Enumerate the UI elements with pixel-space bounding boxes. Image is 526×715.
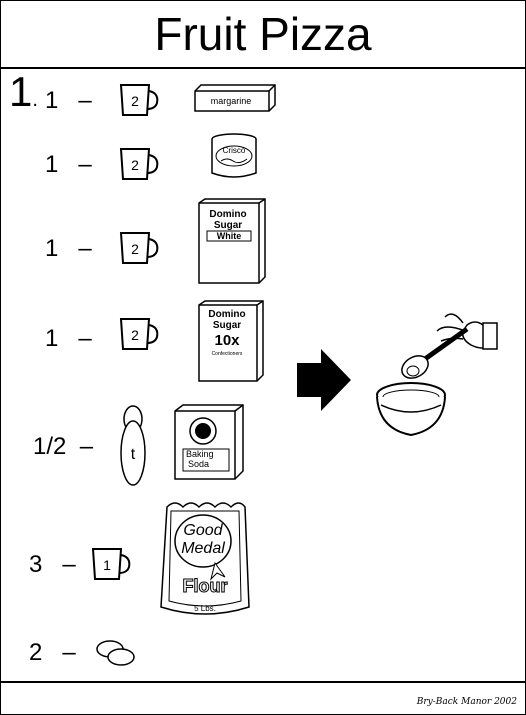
row-4-qty: 1 [45,325,59,352]
row-2-qty: 1 [45,151,59,178]
step-number: 1. [9,71,38,113]
credit-text: Bry-Back Manor 2002 [416,697,517,707]
measuring-cup-icon: 1 [91,548,131,580]
baking-label: Baking [186,449,214,459]
sugar-label: Sugar [214,220,242,231]
sugar-type-label: White [217,231,242,241]
soda-label: Soda [188,459,209,469]
eggs-icon [96,640,135,666]
flour-weight-label: 5 Lbs. [194,604,216,613]
sugar-box-icon: Domino Sugar White [198,198,266,284]
margarine-box-icon: margarine [194,84,276,112]
flour-bag-icon: Good Medal Flour 5 Lbs. [160,502,250,615]
row-3-dash: – [78,235,92,262]
sugar-label: Sugar [213,320,241,331]
flour-brand-good-label: Good [183,522,223,539]
row-6-dash: – [62,551,76,578]
row-7-quantity: 2 – [29,641,76,665]
crisco-label: Crisco [223,146,246,155]
cup-size-label: 2 [131,157,139,173]
row-4-dash: – [78,325,92,352]
cup-size-label: 2 [131,93,139,109]
row-5-qty: 1/2 [33,433,67,460]
measuring-cup-icon: 2 [119,84,159,116]
flour-label: Flour [183,576,228,596]
row-5-dash: – [79,433,94,460]
row-1-dash: – [78,87,92,114]
footer-divider [1,681,525,683]
sugar-brand-label: Domino [209,209,246,220]
row-2-quantity: 1 – [45,153,92,177]
spoon-size-label: t [131,446,136,463]
sugar-type-label: 10x [214,332,240,349]
margarine-label: margarine [211,96,252,106]
row-3-quantity: 1 – [45,237,92,261]
row-1-quantity: 1 – [45,89,92,113]
step-number-dot: . [32,89,38,111]
sugar-brand-label: Domino [208,309,245,320]
row-3-qty: 1 [45,235,59,262]
row-6-qty: 3 [29,551,43,578]
crisco-can-icon: Crisco [211,133,257,178]
page-title: Fruit Pizza [1,1,525,69]
teaspoon-icon: t [120,405,146,486]
mixing-bowl-icon [376,313,498,437]
row-7-qty: 2 [29,639,43,666]
row-6-quantity: 3 – [29,553,76,577]
step-number-digit: 1 [9,68,33,115]
cup-size-label: 2 [131,241,139,257]
measuring-cup-icon: 2 [119,232,159,264]
measuring-cup-icon: 2 [119,148,159,180]
row-1-qty: 1 [45,87,59,114]
cup-size-label: 2 [131,327,139,343]
measuring-cup-icon: 2 [119,318,159,350]
sugar-box-icon: Domino Sugar 10x Confectioners [198,300,264,382]
row-2-dash: – [78,151,92,178]
baking-soda-box-icon: Baking Soda [174,404,244,480]
arrow-right-icon [297,349,351,411]
cup-size-label: 1 [103,557,111,573]
row-5-quantity: 1/2 – [33,435,93,459]
row-7-dash: – [62,639,76,666]
flour-brand-medal-label: Medal [181,540,225,557]
confectioners-label: Confectioners [212,351,243,357]
row-4-quantity: 1 – [45,327,92,351]
